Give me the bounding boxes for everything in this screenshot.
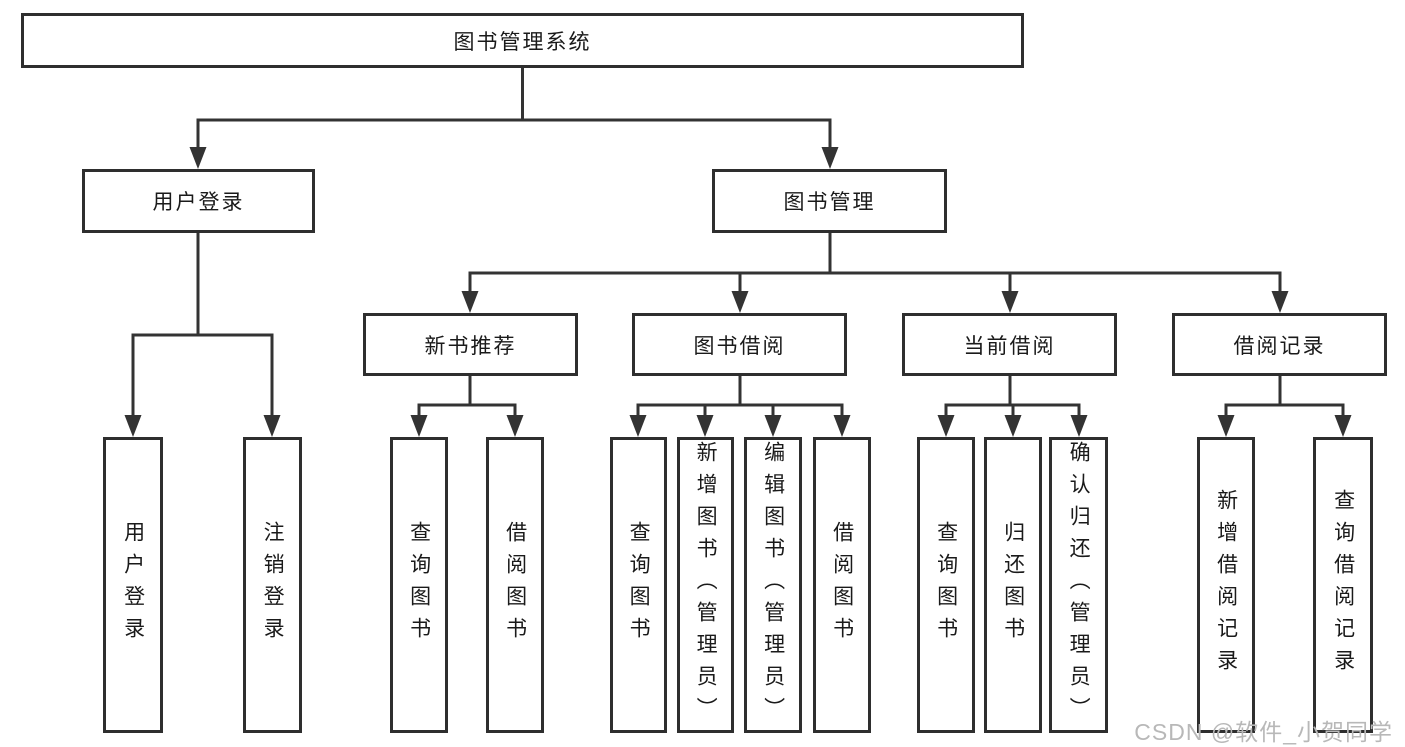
leaf-edit-books-admin: 编辑图书（管理员） — [744, 437, 802, 733]
leaf-borrow-books-borrowing: 借阅图书 — [813, 437, 871, 733]
node-label: 注销登录 — [261, 521, 285, 649]
node-library-system: 图书管理系统 — [21, 13, 1024, 68]
node-label: 查询图书 — [407, 521, 431, 649]
node-label: 新增借阅记录 — [1214, 489, 1238, 681]
leaf-query-books-recommend: 查询图书 — [390, 437, 448, 733]
leaf-add-borrow-record: 新增借阅记录 — [1197, 437, 1255, 733]
node-label: 确认归还（管理员） — [1067, 441, 1091, 729]
node-label: 归还图书 — [1001, 521, 1025, 649]
node-borrowing-records: 借阅记录 — [1172, 313, 1387, 376]
leaf-query-books-borrowing: 查询图书 — [610, 437, 667, 733]
node-label: 查询图书 — [934, 521, 958, 649]
node-label: 图书管理系统 — [453, 30, 592, 54]
leaf-user-login: 用户登录 — [103, 437, 163, 733]
arrowheads — [124, 147, 1352, 437]
node-label: 图书管理 — [783, 191, 876, 214]
node-label: 新书推荐 — [424, 334, 517, 358]
node-label: 新增图书（管理员） — [694, 441, 718, 729]
node-user-login-group: 用户登录 — [82, 169, 315, 233]
node-label: 查询借阅记录 — [1331, 489, 1355, 681]
leaf-query-borrow-record: 查询借阅记录 — [1313, 437, 1373, 733]
node-label: 借阅记录 — [1233, 334, 1326, 358]
watermark-text: CSDN @软件_小贺同学 — [1134, 719, 1393, 745]
node-label: 查询图书 — [627, 521, 651, 649]
leaf-return-books: 归还图书 — [984, 437, 1042, 733]
leaf-confirm-return-admin: 确认归还（管理员） — [1049, 437, 1108, 733]
leaf-logout: 注销登录 — [243, 437, 302, 733]
node-label: 借阅图书 — [503, 521, 527, 649]
node-label: 图书借阅 — [693, 334, 786, 358]
connector-lines — [131, 66, 1345, 417]
leaf-add-books-admin: 新增图书（管理员） — [677, 437, 734, 733]
node-label: 当前借阅 — [963, 334, 1056, 358]
node-label: 用户登录 — [152, 191, 245, 214]
node-label: 用户登录 — [121, 521, 145, 649]
node-label: 借阅图书 — [830, 521, 854, 649]
node-current-borrowing: 当前借阅 — [902, 313, 1117, 376]
leaf-borrow-books-recommend: 借阅图书 — [486, 437, 544, 733]
node-label: 编辑图书（管理员） — [761, 441, 785, 729]
node-book-management: 图书管理 — [712, 169, 947, 233]
node-new-book-recommendation: 新书推荐 — [363, 313, 578, 376]
leaf-query-books-current: 查询图书 — [917, 437, 975, 733]
node-book-borrowing: 图书借阅 — [632, 313, 847, 376]
